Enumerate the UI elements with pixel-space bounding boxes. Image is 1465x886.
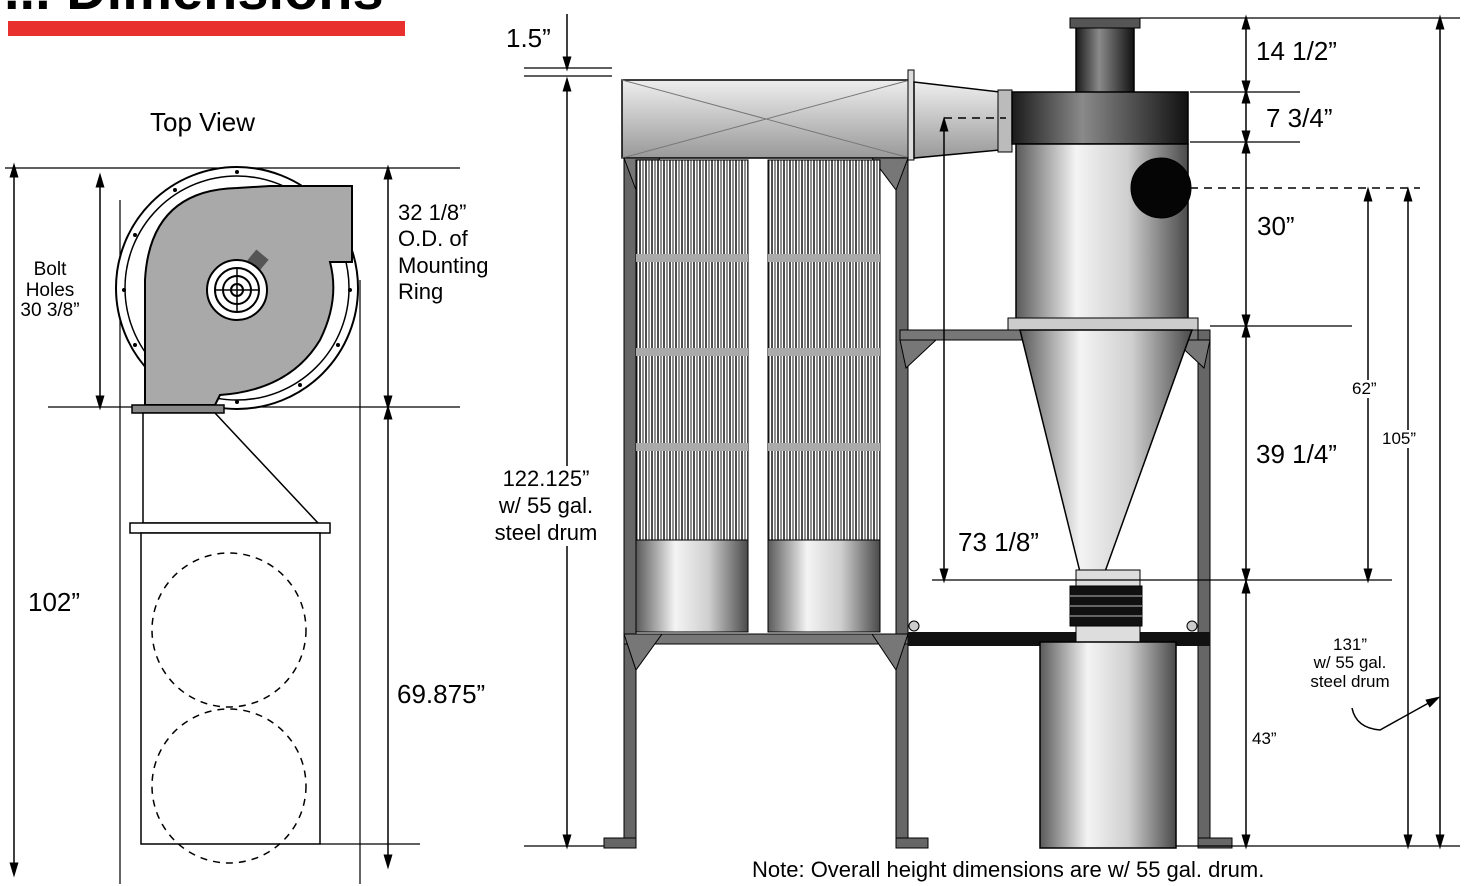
steel-drum [1039, 641, 1177, 849]
cyclone-outlet [1075, 19, 1135, 95]
filter-circle [151, 708, 307, 864]
filter-cartridge [635, 159, 749, 633]
footnote: Note: Overall height dimensions are w/ 5… [752, 857, 1265, 882]
inlet-height-label: 62” [1352, 379, 1377, 399]
top-view-heading: Top View [150, 107, 256, 137]
collar-height-label: 7 3/4” [1266, 103, 1333, 133]
bolt-holes-label: Bolt Holes 30 3/8” [20, 259, 80, 322]
filter-circle [151, 552, 307, 708]
outlet-height-label: 14 1/2” [1256, 36, 1337, 66]
cyclone-cone [1019, 329, 1194, 581]
overall-height-label: 105” [1382, 429, 1417, 449]
cylinder-height-label: 30” [1257, 211, 1295, 241]
filter-inlet-height-label: 73 1/8” [958, 527, 1039, 557]
base-length-label: 69.875” [397, 679, 486, 709]
overall-length-label: 102” [28, 587, 81, 617]
filter-base [140, 532, 321, 845]
mounting-ring-label: 32 1/8” O.D. of Mounting Ring [398, 200, 489, 305]
transition [142, 412, 320, 524]
cyclone-collar [1011, 91, 1189, 145]
filter-cartridge [767, 159, 881, 633]
drum-height-label: 43” [1252, 729, 1277, 748]
side-view-drawing [524, 14, 1460, 850]
top-offset-label: 1.5” [506, 23, 551, 53]
cyclone-inlet [1130, 157, 1192, 219]
page-title: ... Dimensions [4, 0, 384, 20]
top-view-drawing [5, 162, 460, 884]
cone-height-label: 39 1/4” [1256, 439, 1337, 469]
filter-height-label: 122.125” w/ 55 gal. steel drum [476, 466, 616, 547]
title-underline [8, 21, 405, 36]
total-height-label: 131” w/ 55 gal. steel drum [1294, 635, 1406, 692]
